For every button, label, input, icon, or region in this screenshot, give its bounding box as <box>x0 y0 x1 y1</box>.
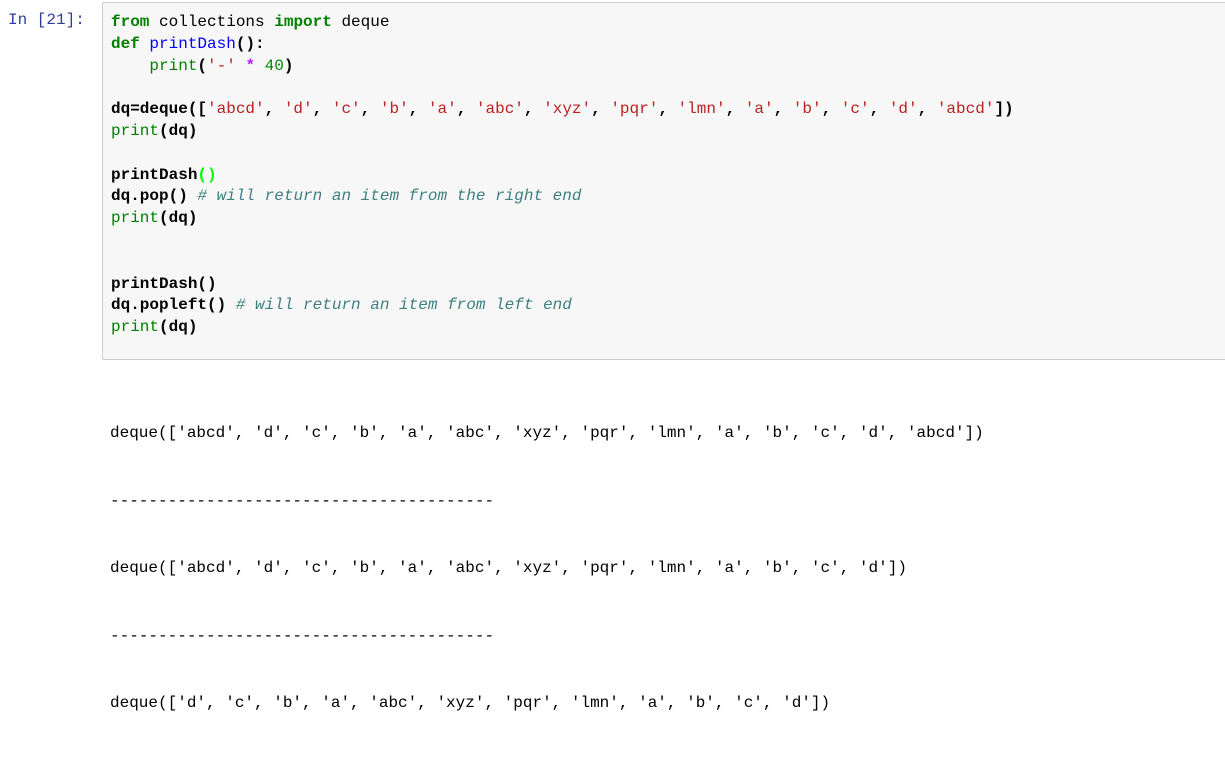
matched-brackets: () <box>197 165 217 184</box>
string-literal: 'a' <box>427 100 457 119</box>
code-line-14: dq.popleft() # will return an item from … <box>111 296 572 314</box>
code-line-15: print(dq) <box>111 318 197 336</box>
code-line-2: def printDash(): <box>111 35 265 53</box>
string-literal: 'a' <box>744 100 774 119</box>
assignment: dq=deque([ <box>111 100 208 119</box>
builtin-print: print <box>111 209 160 228</box>
code-line-10: print(dq) <box>111 209 197 227</box>
output-line: deque(['abcd', 'd', 'c', 'b', 'a', 'abc'… <box>110 424 984 442</box>
string-literal: 'b' <box>792 100 822 119</box>
function-name: printDash <box>149 34 236 53</box>
comment: # will return an item from the right end <box>197 187 582 206</box>
argument: (dq) <box>159 318 198 337</box>
string-literal: 'b' <box>379 100 409 119</box>
operator: * <box>245 56 256 75</box>
module-name: collections <box>149 13 275 31</box>
output-separator: ---------------------------------------- <box>110 626 495 645</box>
string-literal: 'xyz' <box>543 100 592 119</box>
output-line: deque(['d', 'c', 'b', 'a', 'abc', 'xyz',… <box>110 694 831 712</box>
code-line-6: print(dq) <box>111 122 197 140</box>
string-literal: 'd' <box>283 100 313 119</box>
code-line-13: printDash() <box>111 275 217 293</box>
punctuation: () <box>197 274 217 293</box>
input-prompt: In [21]: <box>8 11 85 29</box>
string-literal: 'abcd' <box>207 100 265 119</box>
string-literal: 'abc' <box>475 100 524 119</box>
argument: (dq) <box>159 121 198 140</box>
code-line-1: from collections import deque <box>111 13 389 31</box>
builtin-print: print <box>111 318 160 337</box>
method-call: dq.pop() <box>111 187 198 206</box>
keyword-def: def <box>111 34 140 53</box>
code-editor[interactable]: from collections import deque def printD… <box>102 2 1225 360</box>
code-line-9: dq.pop() # will return an item from the … <box>111 187 581 205</box>
string-literal: 'lmn' <box>677 100 726 119</box>
string-literal: 'c' <box>331 100 361 119</box>
function-call: printDash <box>111 165 198 184</box>
function-call: printDash <box>111 274 198 293</box>
comment: # will return an item from left end <box>235 296 572 315</box>
number-literal: 40 <box>264 56 284 75</box>
code-line-5: dq=deque(['abcd', 'd', 'c', 'b', 'a', 'a… <box>111 100 1014 119</box>
string-literal: '-' <box>207 56 236 75</box>
output-line: deque(['abcd', 'd', 'c', 'b', 'a', 'abc'… <box>110 559 907 577</box>
import-name: deque <box>331 13 390 31</box>
string-literal: 'd' <box>888 100 918 119</box>
code-line-8: printDash() <box>111 166 217 184</box>
builtin-print: print <box>149 56 198 75</box>
cell-output: deque(['abcd', 'd', 'c', 'b', 'a', 'abc'… <box>110 377 984 760</box>
string-literal: 'pqr' <box>610 100 659 119</box>
argument: (dq) <box>159 209 198 228</box>
string-literal: 'abcd' <box>936 100 995 119</box>
keyword-from: from <box>111 13 150 31</box>
indent <box>111 57 149 75</box>
code-line-3: print('-' * 40) <box>111 57 293 75</box>
punctuation: ( <box>197 56 208 75</box>
output-separator: ---------------------------------------- <box>110 491 495 510</box>
string-literal: 'c' <box>840 100 870 119</box>
builtin-print: print <box>111 121 160 140</box>
code-text[interactable]: from collections import deque def printD… <box>111 12 1014 339</box>
method-call: dq.popleft() <box>111 296 236 315</box>
punctuation: (): <box>235 34 265 53</box>
punctuation: ]) <box>994 100 1014 119</box>
punctuation: ) <box>283 56 294 75</box>
keyword-import: import <box>274 13 332 31</box>
